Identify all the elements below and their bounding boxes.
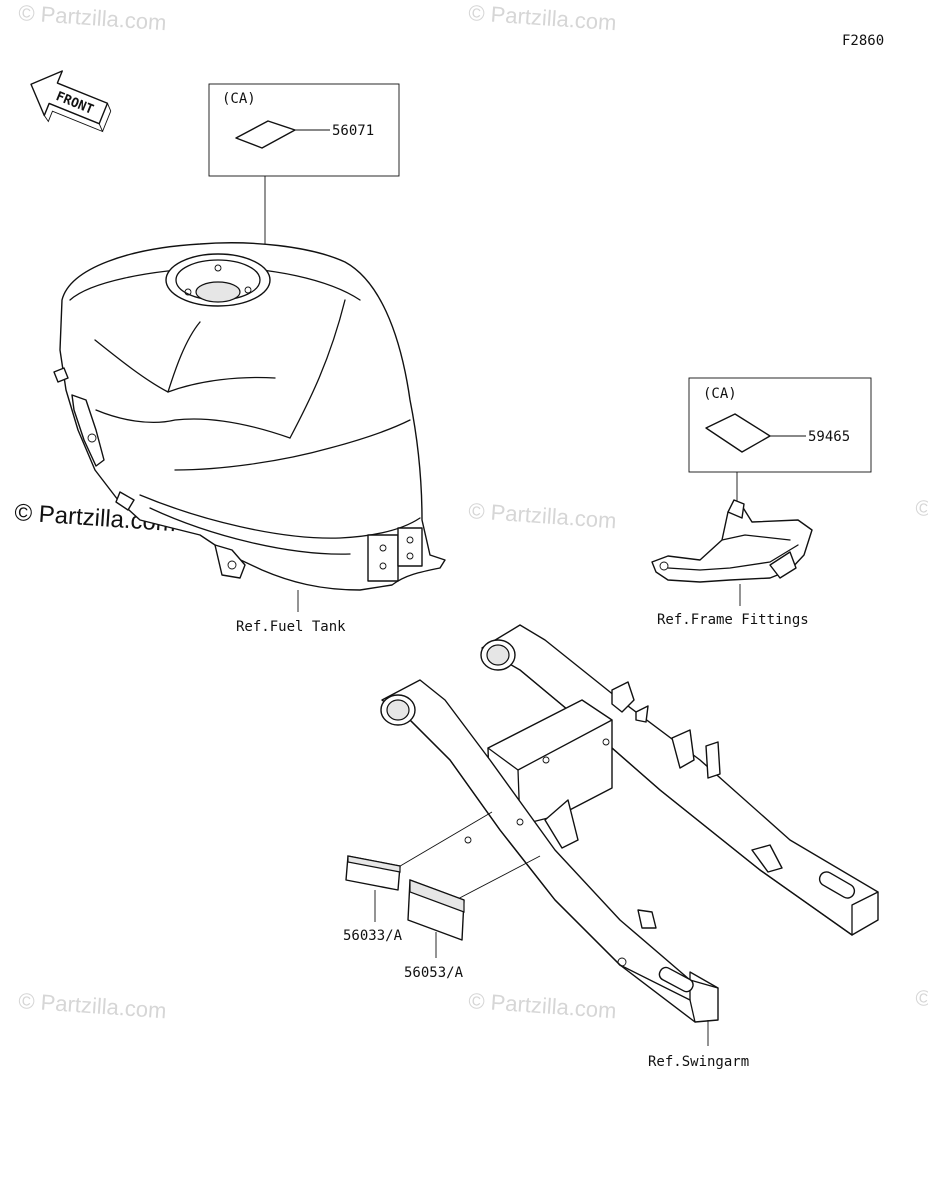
fuel-tank bbox=[53, 242, 446, 612]
region-label: (CA) bbox=[222, 91, 256, 107]
watermark: © Partzilla.com bbox=[18, 988, 168, 1023]
part-number-56033a: 56033/A bbox=[343, 928, 403, 944]
watermark: © Partzilla.com bbox=[468, 988, 618, 1023]
watermark: © Partzilla.com bbox=[915, 985, 928, 1020]
callout-swingarm-label-2: 56053/A bbox=[404, 855, 541, 981]
part-number-59465: 59465 bbox=[808, 429, 850, 445]
ref-frame-fittings: Ref.Frame Fittings bbox=[657, 612, 809, 628]
watermark: © Partzilla.com bbox=[468, 0, 618, 35]
part-number-56071: 56071 bbox=[332, 123, 374, 139]
watermark: © Partzilla.com bbox=[915, 495, 928, 530]
swingarm bbox=[380, 624, 879, 1046]
part-number-56053a: 56053/A bbox=[404, 965, 464, 981]
callout-frame-label: (CA) 59465 bbox=[688, 377, 872, 520]
front-arrow-icon: FRONT bbox=[30, 70, 112, 133]
watermark: © Partzilla.com bbox=[468, 498, 618, 533]
callout-swingarm-label-1: 56033/A bbox=[343, 811, 493, 944]
watermark: © Partzilla.com bbox=[18, 0, 168, 35]
frame-fittings bbox=[651, 499, 813, 606]
ref-fuel-tank: Ref.Fuel Tank bbox=[236, 619, 346, 635]
region-label: (CA) bbox=[703, 386, 737, 402]
diagram-code: F2860 bbox=[842, 33, 884, 49]
ref-swingarm: Ref.Swingarm bbox=[648, 1054, 749, 1070]
